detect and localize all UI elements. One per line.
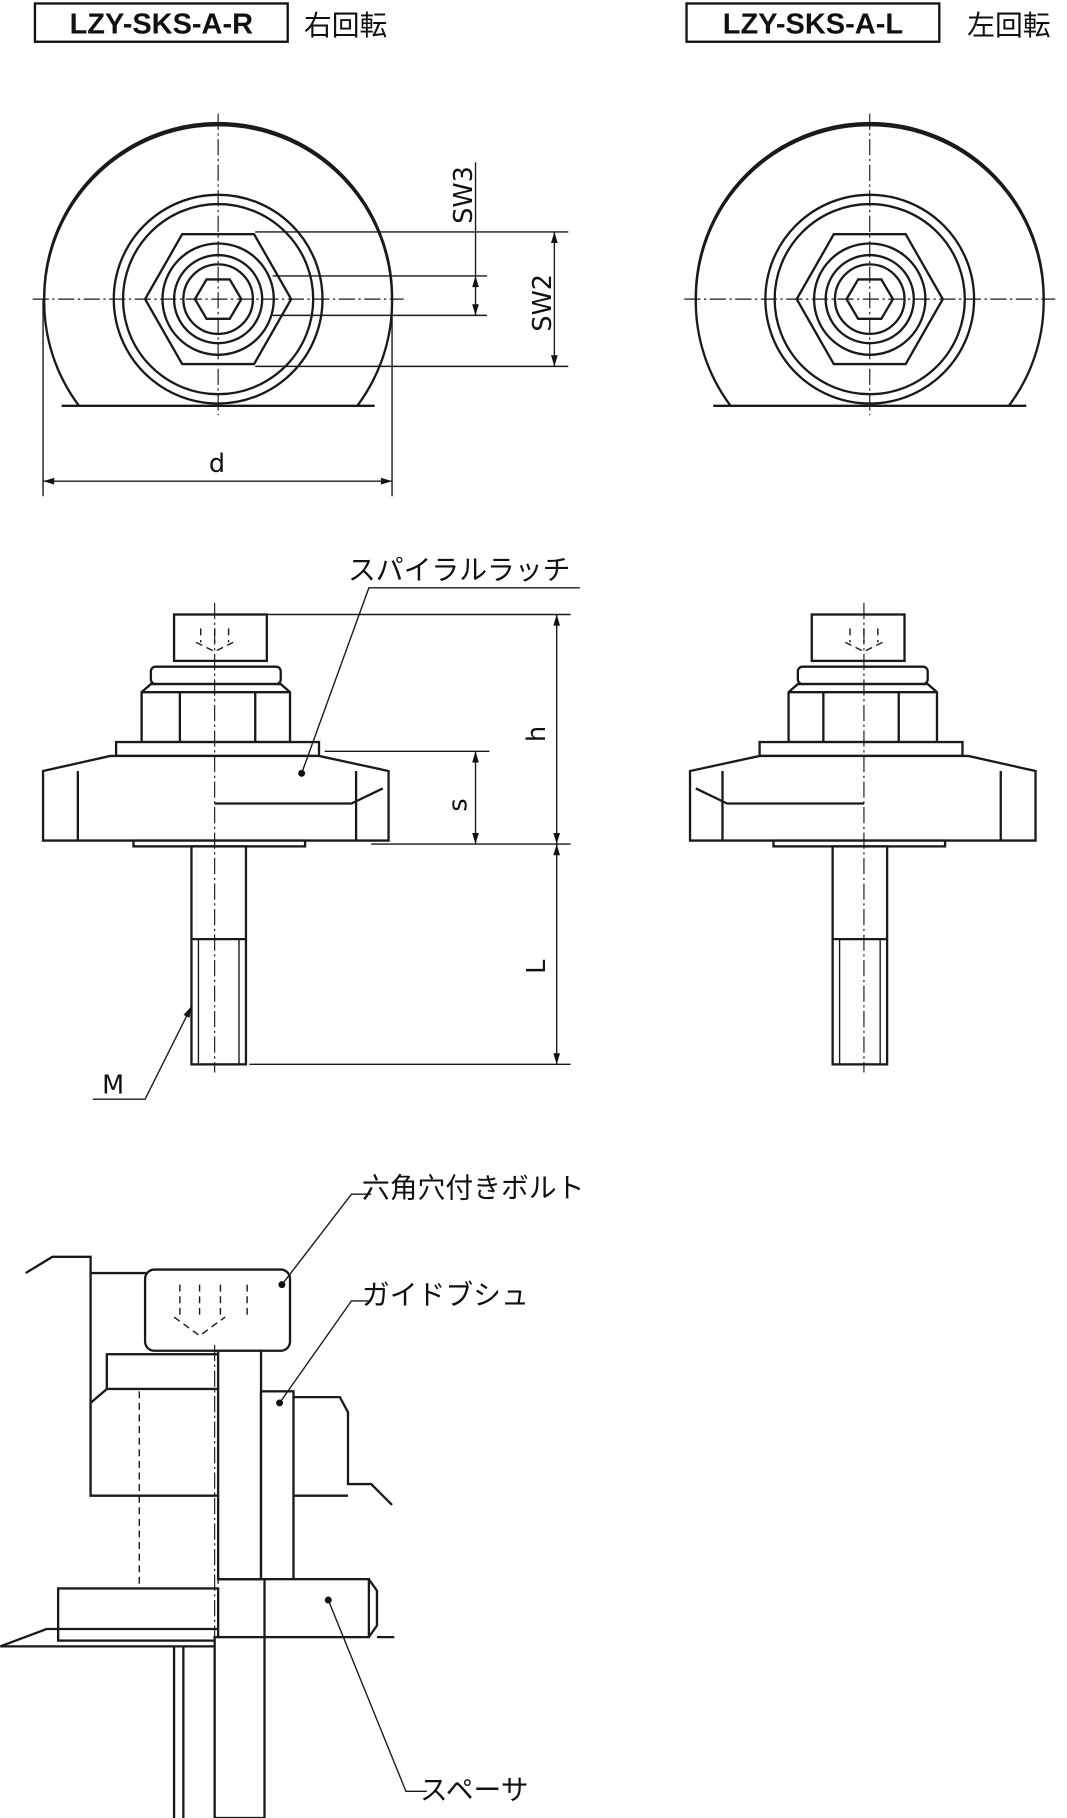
callout-guide-bush: ガイドブシュ xyxy=(276,1278,529,1407)
rotation-label: 右回転 xyxy=(304,9,387,42)
dimension-s: s xyxy=(324,750,490,845)
side-view-right xyxy=(41,601,390,1074)
dimension-sw2: SW2 xyxy=(528,231,558,367)
dimension-h: h xyxy=(266,613,571,845)
svg-text:s: s xyxy=(443,798,473,811)
svg-text:SW2: SW2 xyxy=(528,274,558,332)
dimension-d: d xyxy=(42,299,393,497)
model-label: LZY-SKS-A-L xyxy=(723,9,903,41)
svg-text:L: L xyxy=(522,959,552,974)
model-label: LZY-SKS-A-R xyxy=(70,9,254,41)
svg-text:h: h xyxy=(522,726,552,742)
model-box xyxy=(33,2,289,43)
top-view-right xyxy=(31,112,405,417)
header-left-rotation: LZY-SKS-A-L 左回転 xyxy=(685,2,1051,43)
dimension-M: M xyxy=(92,1006,193,1100)
callout-spiral-latch: スパイラルラッチ xyxy=(298,554,580,777)
callout-spacer: スペーサ xyxy=(324,1596,529,1806)
svg-text:ガイドブシュ: ガイドブシュ xyxy=(362,1278,529,1311)
callout-hex-bolt: 六角穴付きボルト xyxy=(278,1172,585,1289)
svg-text:六角穴付きボルト: 六角穴付きボルト xyxy=(362,1172,585,1205)
header-right-rotation: LZY-SKS-A-R 右回転 xyxy=(33,2,387,43)
side-view-left xyxy=(688,601,1037,1074)
rotation-label: 左回転 xyxy=(967,9,1050,42)
svg-text:d: d xyxy=(209,449,225,479)
svg-text:スペーサ: スペーサ xyxy=(420,1773,529,1806)
svg-text:SW3: SW3 xyxy=(449,166,479,224)
section-detail xyxy=(0,1255,395,1818)
svg-text:M: M xyxy=(102,1070,124,1100)
svg-text:スパイラルラッチ: スパイラルラッチ xyxy=(348,554,571,587)
dimension-sw3: SW3 xyxy=(255,162,569,368)
model-box xyxy=(685,2,941,43)
top-view-left xyxy=(683,112,1057,417)
dimension-L: L xyxy=(249,844,571,1066)
